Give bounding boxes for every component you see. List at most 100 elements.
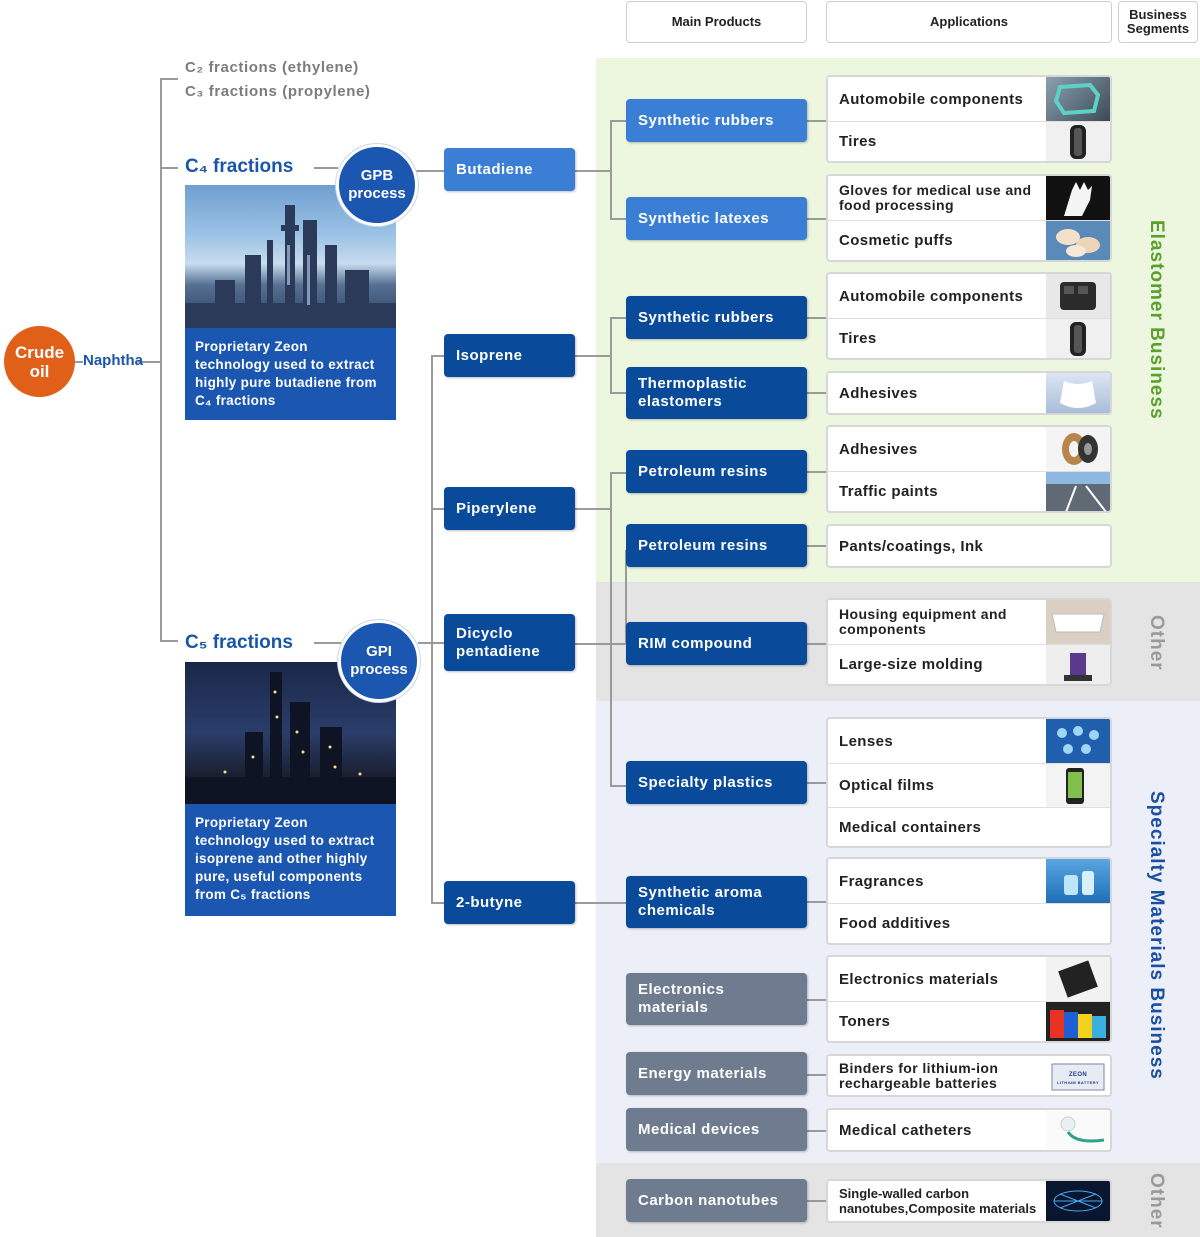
application-label: Cosmetic puffs (839, 232, 953, 249)
application-item[interactable]: Medical containers (828, 807, 1110, 846)
monomer-butadiene[interactable]: Butadiene (444, 148, 575, 191)
nanotube-icon (1046, 1181, 1110, 1221)
product-carbon-nanotubes[interactable]: Carbon nanotubes (626, 1179, 807, 1222)
connector (160, 167, 178, 169)
application-item[interactable]: Medical catheters (828, 1110, 1110, 1150)
applications-group-11: Binders for lithium-ion rechargeable bat… (826, 1054, 1112, 1097)
bathtub-icon (1046, 600, 1110, 644)
gpi-description-box: Proprietary Zeon technology used to extr… (185, 804, 396, 916)
connector (575, 902, 626, 904)
gpb-plant-photo (185, 185, 396, 328)
application-label: Lenses (839, 732, 894, 750)
monomer-2-butyne[interactable]: 2-butyne (444, 881, 575, 924)
connector (610, 120, 612, 220)
tire-icon (1046, 122, 1110, 161)
application-label: Automobile components (839, 90, 1024, 108)
connector (575, 355, 611, 357)
svg-text:ZEON: ZEON (1069, 1072, 1087, 1078)
application-item[interactable]: Fragrances (828, 859, 1110, 903)
applications-group-9: Fragrances Food additives (826, 857, 1112, 945)
c2-fractions-label: C₂ fractions (ethylene) (185, 59, 359, 76)
header-main-products: Main Products (626, 1, 807, 43)
application-item[interactable]: Traffic paints (828, 471, 1110, 511)
monomer-piperylene[interactable]: Piperylene (444, 487, 575, 530)
connector (610, 218, 626, 220)
product-synthetic-latexes[interactable]: Synthetic latexes (626, 197, 807, 240)
application-item[interactable]: Food additives (828, 903, 1110, 943)
application-item[interactable]: Electronics materials (828, 957, 1110, 1001)
application-item[interactable]: Large-size molding (828, 644, 1110, 684)
crude-oil-node: Crude oil (4, 326, 75, 397)
application-item[interactable]: Automobile components (828, 77, 1110, 121)
connector (610, 785, 626, 787)
c3-fractions-label: C₃ fractions (propylene) (185, 83, 371, 100)
application-item[interactable]: Single-walled carbon nanotubes,Composite… (828, 1181, 1110, 1221)
connector (160, 640, 178, 642)
automobile-component-icon (1046, 77, 1110, 121)
connector (138, 361, 160, 363)
product-synthetic-aroma-chemicals[interactable]: Synthetic aroma chemicals (626, 876, 807, 928)
product-petroleum-resins-1[interactable]: Petroleum resins (626, 450, 807, 493)
header-business-segments-line2: Segments (1126, 21, 1190, 36)
application-item[interactable]: Pants/coatings, Ink (828, 526, 1110, 566)
connector (807, 782, 826, 784)
connector (575, 170, 611, 172)
applications-group-12: Medical catheters (826, 1108, 1112, 1152)
product-rim-compound[interactable]: RIM compound (626, 622, 807, 665)
application-item[interactable]: Adhesives (828, 373, 1110, 413)
application-item[interactable]: Tires (828, 318, 1110, 358)
product-thermoplastic-elastomers[interactable]: Thermoplastic elastomers (626, 367, 807, 419)
application-item[interactable]: Cosmetic puffs (828, 220, 1110, 260)
product-energy-materials[interactable]: Energy materials (626, 1052, 807, 1095)
product-electronics-materials[interactable]: Electronics materials (626, 973, 807, 1025)
naphtha-label: Naphtha (83, 352, 143, 369)
application-item[interactable]: Binders for lithium-ion rechargeable bat… (828, 1056, 1110, 1095)
product-specialty-plastics[interactable]: Specialty plastics (626, 761, 807, 804)
applications-group-8: Lenses Optical films Medical containers (826, 717, 1112, 848)
crude-oil-line1: Crude (14, 342, 65, 362)
smartphone-icon (1046, 764, 1110, 808)
gloves-icon (1046, 176, 1110, 220)
application-item[interactable]: Tires (828, 121, 1110, 161)
applications-group-4: Adhesives (826, 371, 1112, 415)
lenses-icon (1046, 719, 1110, 763)
gpb-process-badge: GPB process (336, 144, 418, 226)
gpi-line2: process (350, 661, 408, 678)
applications-group-1: Automobile components Tires (826, 75, 1112, 163)
product-petroleum-resins-2[interactable]: Petroleum resins (626, 524, 807, 567)
connector (625, 550, 627, 644)
catheter-icon (1046, 1110, 1110, 1150)
perfume-bottle-icon (1046, 859, 1110, 903)
toner-icon (1046, 1002, 1110, 1041)
connector (807, 1074, 826, 1076)
application-item[interactable]: Adhesives (828, 427, 1110, 471)
application-item[interactable]: Housing equipment and components (828, 600, 1110, 644)
application-item[interactable]: Gloves for medical use and food processi… (828, 176, 1110, 220)
tape-roll-icon (1046, 427, 1110, 471)
connector (75, 361, 83, 363)
connector (807, 643, 826, 645)
application-item[interactable]: Lenses (828, 719, 1110, 763)
connector (807, 999, 826, 1001)
connector (431, 355, 444, 357)
gpb-description-box: Proprietary Zeon technology used to extr… (185, 328, 396, 420)
segment-elastomer: Elastomer Business (1146, 220, 1167, 420)
application-item[interactable]: Automobile components (828, 274, 1110, 318)
application-label: Traffic paints (839, 483, 938, 500)
connector (431, 355, 433, 903)
product-medical-devices[interactable]: Medical devices (626, 1108, 807, 1151)
product-synthetic-rubbers-2[interactable]: Synthetic rubbers (626, 296, 807, 339)
connector (807, 317, 826, 319)
monomer-isoprene[interactable]: Isoprene (444, 334, 575, 377)
product-synthetic-rubbers-1[interactable]: Synthetic rubbers (626, 99, 807, 142)
microchip-icon (1046, 957, 1110, 1001)
segment-specialty: Specialty Materials Business (1146, 790, 1167, 1080)
monomer-dicyclopentadiene[interactable]: Dicyclo pentadiene (444, 614, 575, 671)
connector (160, 78, 178, 80)
application-item[interactable]: Optical films (828, 763, 1110, 808)
applications-group-3: Automobile components Tires (826, 272, 1112, 360)
refinery-icon (185, 205, 396, 328)
application-item[interactable]: Toners (828, 1001, 1110, 1041)
header-business-segments: Business Segments (1118, 1, 1198, 43)
connector (575, 508, 611, 510)
